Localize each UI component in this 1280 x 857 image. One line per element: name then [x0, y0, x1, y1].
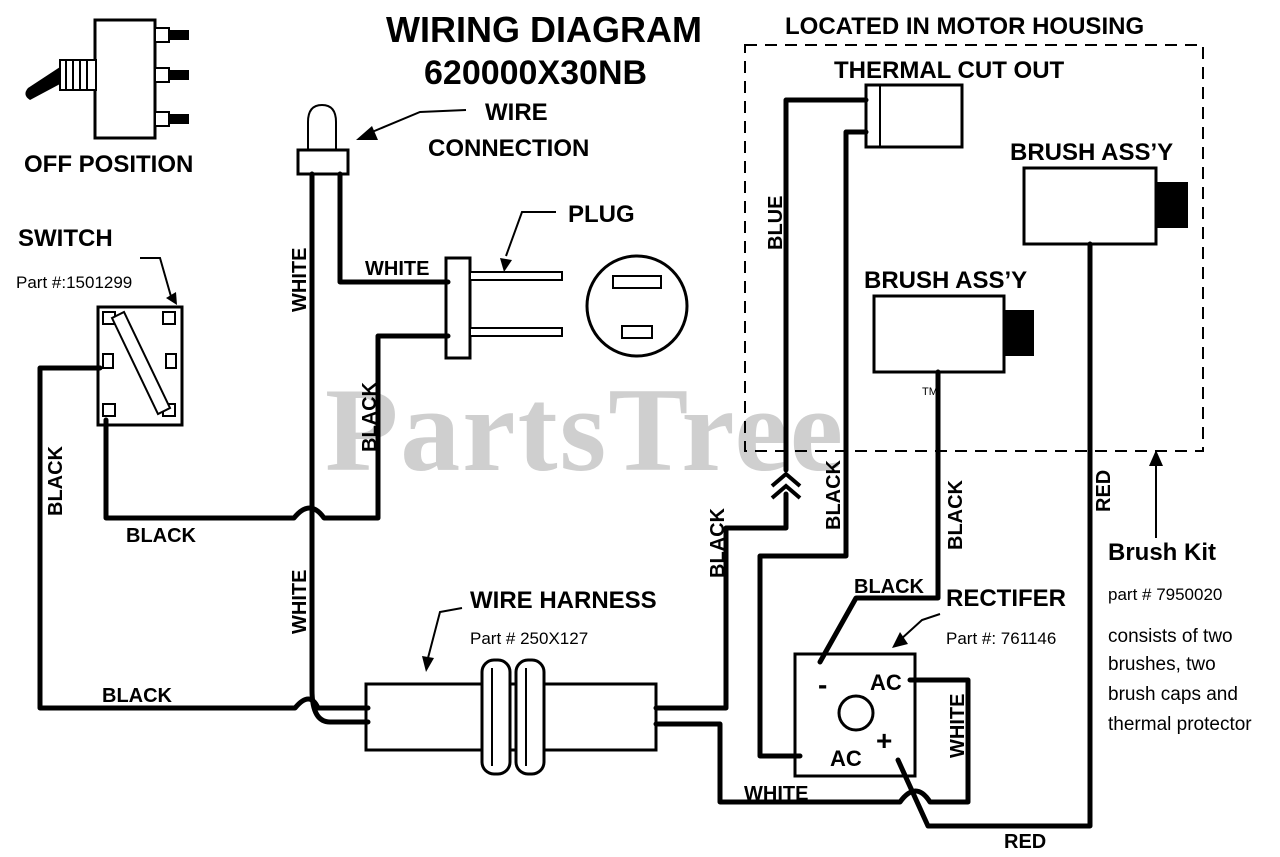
switch-pointer	[140, 257, 173, 301]
wire-white-connection-to-harness	[309, 171, 371, 725]
wire-label-white-vertical-1: WHITE	[289, 248, 311, 312]
wire-white-harness-to-rectifier	[653, 677, 971, 805]
brush-kit-desc-3: brush caps and	[1108, 684, 1238, 705]
rectifier-ac-bottom: AC	[830, 746, 862, 771]
wire-connection-label-1: WIRE	[485, 99, 548, 126]
wire-label-white-rectifier: WHITE	[947, 694, 969, 758]
wire-label-black-bottom-2: BLACK	[102, 685, 173, 707]
plug-face-icon	[585, 254, 689, 358]
wire-harness-label: WIRE HARNESS	[470, 587, 657, 614]
brush-kit-desc-4: thermal protector	[1108, 714, 1252, 735]
brush-kit-desc-2: brushes, two	[1108, 654, 1216, 675]
wire-white-connection-to-plug	[337, 171, 451, 285]
watermark: PartsTree	[325, 363, 845, 496]
brush-kit-desc-1: consists of two	[1108, 626, 1233, 647]
rectifier-part-number: Part #: 761146	[946, 629, 1056, 648]
wire-red-rectifier-to-brush	[895, 241, 1093, 829]
wire-harness	[364, 658, 658, 776]
motor-housing-box	[744, 44, 1204, 452]
thermal-cut-out	[864, 83, 964, 149]
wire-label-black-harness: BLACK	[707, 507, 729, 578]
wire-harness-pointer	[427, 607, 463, 659]
wire-label-black-left: BLACK	[45, 445, 67, 516]
rectifier-minus: -	[818, 669, 827, 700]
off-position-label: OFF POSITION	[24, 151, 193, 178]
wire-label-black-rectifier: BLACK	[854, 576, 925, 598]
plug	[444, 256, 563, 360]
brush-assy-left-label: BRUSH ASS’Y	[864, 267, 1027, 294]
switch-label: SWITCH	[18, 225, 113, 252]
wire-label-black-plug: BLACK	[359, 381, 381, 452]
wire-label-red-vertical: RED	[1093, 470, 1115, 512]
wire-connection-label-2: CONNECTION	[428, 135, 589, 162]
wire-label-blue: BLUE	[765, 196, 787, 250]
brush-assembly-right	[1022, 166, 1188, 246]
switch-part-number: Part #:1501299	[16, 273, 132, 292]
wire-label-red-bottom: RED	[1004, 831, 1046, 853]
wire-label-white-bottom: WHITE	[744, 783, 808, 805]
wire-black-switch-to-harness	[37, 365, 371, 711]
wire-label-black-bottom-1: BLACK	[126, 525, 197, 547]
diagram-model: 620000X30NB	[424, 54, 647, 92]
wire-black-brush-to-rectifier	[817, 369, 941, 665]
wire-connection	[296, 103, 350, 176]
plug-label: PLUG	[568, 201, 635, 228]
brush-kit-part-number: part # 7950020	[1108, 585, 1222, 604]
brush-assy-right-label: BRUSH ASS’Y	[1010, 139, 1173, 166]
rectifier-plus: +	[876, 725, 892, 756]
rectifier-label: RECTIFER	[946, 585, 1066, 612]
wire-label-white-vertical-2: WHITE	[289, 570, 311, 634]
wire-label-black-thermal: BLACK	[823, 459, 845, 530]
wire-black-thermal-to-rectifier	[757, 129, 869, 759]
wire-label-black-brush: BLACK	[945, 479, 967, 550]
toggle-switch-off-icon	[25, 18, 189, 140]
brush-kit-label: Brush Kit	[1108, 539, 1216, 566]
wire-black-harness-up	[653, 491, 789, 711]
plug-pointer	[505, 211, 556, 257]
rectifier	[793, 652, 917, 778]
motor-housing-label: LOCATED IN MOTOR HOUSING	[785, 13, 1144, 40]
diagram-title: WIRING DIAGRAM	[386, 9, 702, 50]
rectifier-pointer	[899, 613, 941, 641]
wire-harness-part-number: Part # 250X127	[470, 629, 588, 648]
wire-blue-thermal	[783, 97, 869, 473]
wire-label-white-1: WHITE	[365, 258, 429, 280]
switch	[96, 305, 184, 427]
wire-connection-pointer	[371, 109, 467, 133]
rectifier-ac-top: AC	[870, 670, 902, 695]
thermal-cut-out-label: THERMAL CUT OUT	[834, 57, 1065, 84]
brush-assembly-left	[872, 294, 1034, 374]
watermark-tm: TM	[922, 386, 938, 398]
